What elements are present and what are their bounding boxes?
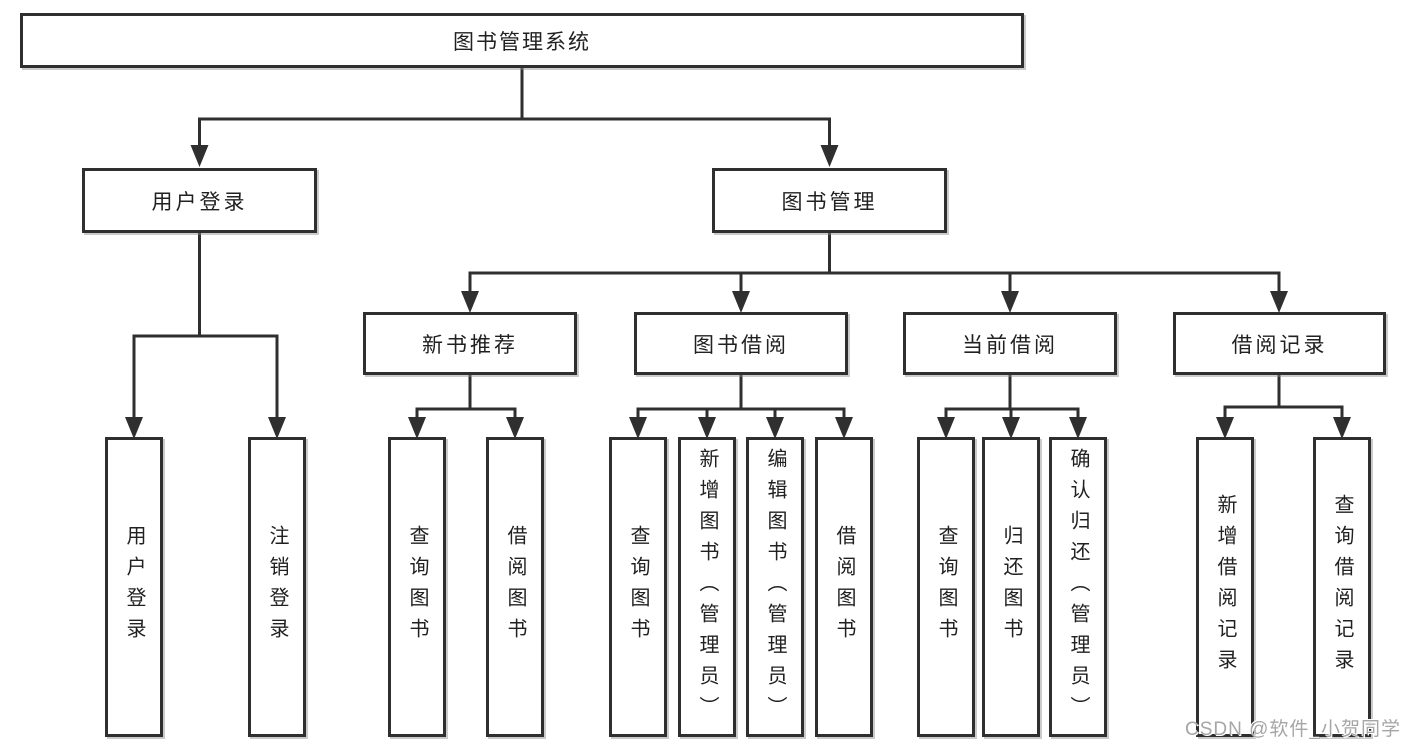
leaf-borrow-books: 借阅图书 [815,437,873,737]
leaf-query-books: 查询图书 [388,437,446,737]
node-current-borrowing: 当前借阅 [903,312,1117,375]
leaf-query-books: 查询图书 [609,437,667,737]
leaf-query-books: 查询图书 [917,437,975,737]
leaf-add-book-admin: 新增图书（管理员） [678,437,736,737]
node-user-login: 用户登录 [82,168,317,233]
leaf-user-login: 用户登录 [105,437,163,737]
node-borrowing-records: 借阅记录 [1173,312,1386,375]
leaf-return-book: 归还图书 [982,437,1040,737]
node-book-borrowing: 图书借阅 [634,312,848,375]
leaf-edit-book-admin: 编辑图书（管理员） [746,437,804,737]
leaf-add-borrow-record: 新增借阅记录 [1196,437,1254,737]
leaf-borrow-books: 借阅图书 [486,437,544,737]
leaf-query-borrow-record: 查询借阅记录 [1313,437,1371,737]
node-new-book-recommendation: 新书推荐 [363,312,577,375]
leaf-logout: 注销登录 [248,437,306,737]
csdn-watermark: CSDN @软件_小贺同学 [1185,719,1401,740]
node-library-management-system: 图书管理系统 [20,13,1024,68]
leaf-confirm-return-admin: 确认归还（管理员） [1049,437,1107,737]
node-book-management: 图书管理 [712,168,947,233]
